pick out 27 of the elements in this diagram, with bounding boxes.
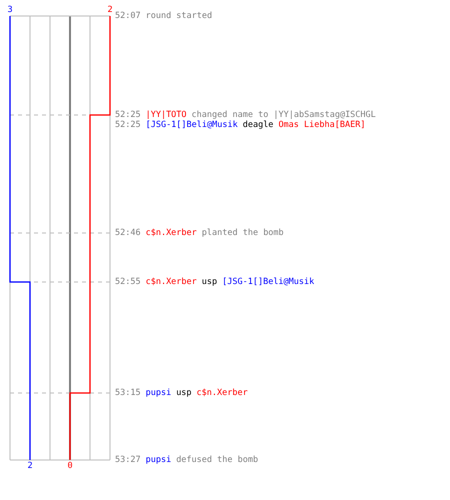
timestamp: 53:27	[115, 455, 141, 465]
player-name: Omas Liebha[BAER]	[278, 120, 366, 130]
timestamp: 52:55	[115, 277, 141, 287]
player-count: 3	[7, 5, 13, 15]
player-count: 2	[107, 5, 113, 15]
player-name: [JSG-1[]Beli@Musik	[222, 277, 314, 287]
event-text: planted the bomb	[202, 228, 284, 238]
player-name: [JSG-1[]Beli@Musik	[146, 120, 238, 130]
weapon-name: usp	[176, 388, 192, 398]
weapon-name: deagle	[242, 120, 274, 130]
event-text: changed name to |YY|abSamstag@ISCHGL	[192, 110, 376, 120]
timestamp: 52:25	[115, 120, 141, 130]
player-name: c$n.Xerber	[146, 277, 197, 287]
event-text: round started	[146, 11, 212, 21]
player-count: 2	[27, 461, 33, 471]
player-name: c$n.Xerber	[196, 388, 248, 398]
timestamp: 53:15	[115, 388, 141, 398]
weapon-name: usp	[202, 277, 218, 287]
event-text: defused the bomb	[176, 455, 258, 465]
timestamp: 52:25	[115, 110, 141, 120]
player-name: c$n.Xerber	[146, 228, 197, 238]
timestamp: 52:46	[115, 228, 141, 238]
player-name: pupsi	[146, 388, 172, 398]
player-count: 0	[67, 461, 73, 471]
timestamp: 52:07	[115, 11, 141, 21]
player-name: pupsi	[146, 455, 172, 465]
player-name: |YY|TOTO	[146, 110, 187, 120]
